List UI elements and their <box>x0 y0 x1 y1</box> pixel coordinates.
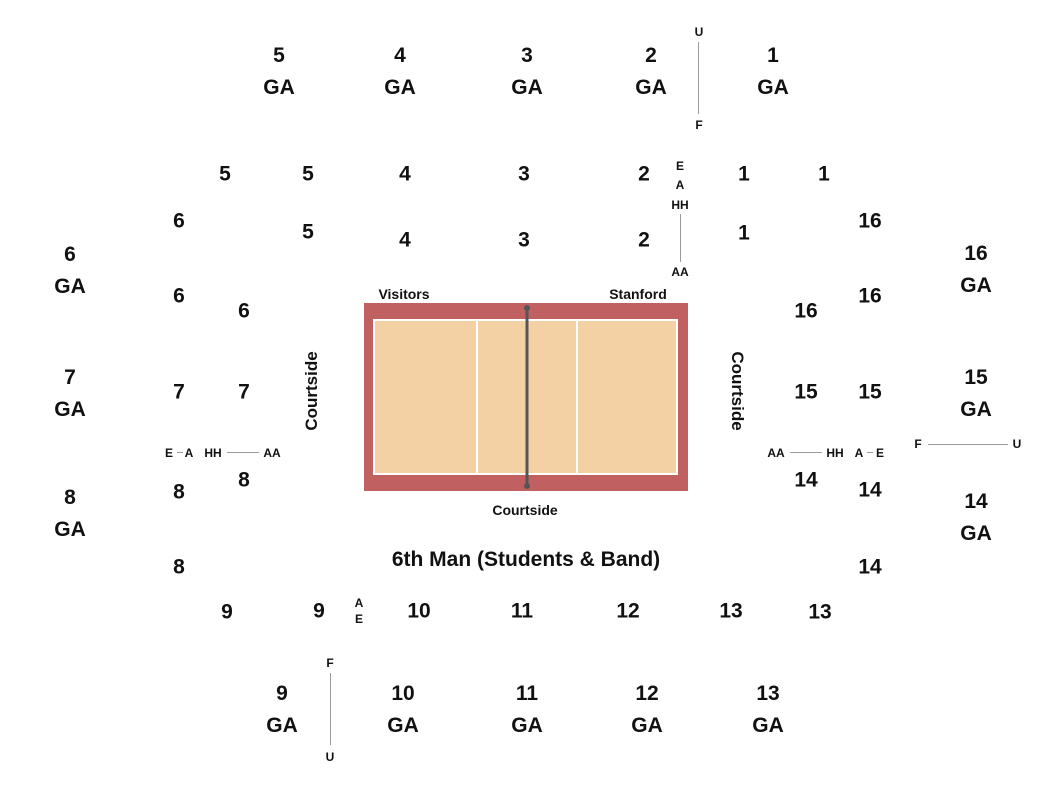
section-3-lower-top[interactable]: 3 <box>518 162 530 186</box>
row-marker-u-bottom: U <box>325 750 335 764</box>
section-15-lower-inner[interactable]: 15 <box>794 380 818 404</box>
section-2-lower-top[interactable]: 2 <box>638 162 650 186</box>
section-16-lower-outer[interactable]: 16 <box>858 209 882 233</box>
net-post-bottom <box>524 483 530 489</box>
row-divider-ea-left <box>177 452 183 453</box>
section-8-lower-outer[interactable]: 8 <box>173 555 185 579</box>
row-divider-hh-aa-top <box>680 214 681 262</box>
row-divider-fu-right <box>928 444 1008 445</box>
row-marker-e-right: E <box>875 446 885 460</box>
section-16-lower-mid[interactable]: 16 <box>858 284 882 308</box>
section-7-lower-inner[interactable]: 7 <box>238 380 250 404</box>
row-marker-e-left: E <box>164 446 174 460</box>
section-2-lower-inner[interactable]: 2 <box>638 228 650 252</box>
section-1-lower-top[interactable]: 1 <box>738 162 750 186</box>
section-8-lower-mid[interactable]: 8 <box>173 480 185 504</box>
row-marker-u-right: U <box>1012 437 1022 451</box>
row-marker-aa-right: AA <box>767 446 785 460</box>
row-marker-u-top: U <box>694 25 704 39</box>
student-section-label[interactable]: 6th Man (Students & Band) <box>391 548 661 571</box>
section-9-lower-outer[interactable]: 9 <box>221 600 233 624</box>
net-post-top <box>524 305 530 311</box>
section-14-lower-inner[interactable]: 14 <box>794 468 818 492</box>
section-10-lower[interactable]: 10 <box>407 599 431 623</box>
row-marker-hh-right: HH <box>826 446 844 460</box>
row-marker-aa-top: AA <box>671 265 689 279</box>
section-5-lower-top[interactable]: 5 <box>302 162 314 186</box>
visitors-label: Visitors <box>378 286 430 302</box>
section-7-lower-outer[interactable]: 7 <box>173 380 185 404</box>
section-8-lower-inner[interactable]: 8 <box>238 468 250 492</box>
row-marker-e-bottom: E <box>354 612 364 626</box>
row-divider-ae-right <box>867 452 873 453</box>
courtside-label-right: Courtside <box>728 351 747 431</box>
section-4-lower-top[interactable]: 4 <box>399 162 411 186</box>
section-16-lower-inner[interactable]: 16 <box>794 299 818 323</box>
section-3-lower-inner[interactable]: 3 <box>518 228 530 252</box>
section-13-lower-outer[interactable]: 13 <box>808 600 832 624</box>
row-divider-aa-hh-right <box>790 452 822 453</box>
section-12-lower[interactable]: 12 <box>616 599 640 623</box>
row-marker-f-right: F <box>914 437 922 451</box>
row-marker-hh-top: HH <box>671 198 689 212</box>
section-6-lower-outer[interactable]: 6 <box>173 209 185 233</box>
section-14-lower-outer[interactable]: 14 <box>858 555 882 579</box>
row-marker-f-top: F <box>695 118 703 132</box>
section-1-lower-inner[interactable]: 1 <box>738 221 750 245</box>
section-13-lower-inner[interactable]: 13 <box>719 599 743 623</box>
row-marker-f-bottom: F <box>326 656 334 670</box>
section-6-lower-inner[interactable]: 6 <box>238 299 250 323</box>
row-marker-a-top: A <box>675 178 685 192</box>
volleyball-court <box>364 303 688 491</box>
row-marker-a-right: A <box>854 446 864 460</box>
section-1-lower-outer[interactable]: 1 <box>818 162 830 186</box>
section-9-lower-inner[interactable]: 9 <box>313 599 325 623</box>
section-5-lower-outer[interactable]: 5 <box>219 162 231 186</box>
section-11-lower[interactable]: 11 <box>510 599 534 623</box>
section-6-lower-mid[interactable]: 6 <box>173 284 185 308</box>
row-marker-aa-left: AA <box>263 446 281 460</box>
row-marker-e-top: E <box>675 159 685 173</box>
section-15-lower-outer[interactable]: 15 <box>858 380 882 404</box>
row-marker-a-bottom: A <box>354 596 364 610</box>
row-marker-hh-left: HH <box>204 446 222 460</box>
section-14-lower-mid[interactable]: 14 <box>858 478 882 502</box>
section-4-lower-inner[interactable]: 4 <box>399 228 411 252</box>
home-team-label: Stanford <box>609 286 667 302</box>
row-divider-hh-aa-left <box>227 452 259 453</box>
courtside-label-bottom: Courtside <box>492 502 558 518</box>
courtside-label-left: Courtside <box>302 351 321 431</box>
row-marker-a-left: A <box>184 446 194 460</box>
section-5-lower-inner[interactable]: 5 <box>302 220 314 244</box>
row-divider-bottom <box>330 673 331 745</box>
row-divider-top <box>698 42 699 114</box>
